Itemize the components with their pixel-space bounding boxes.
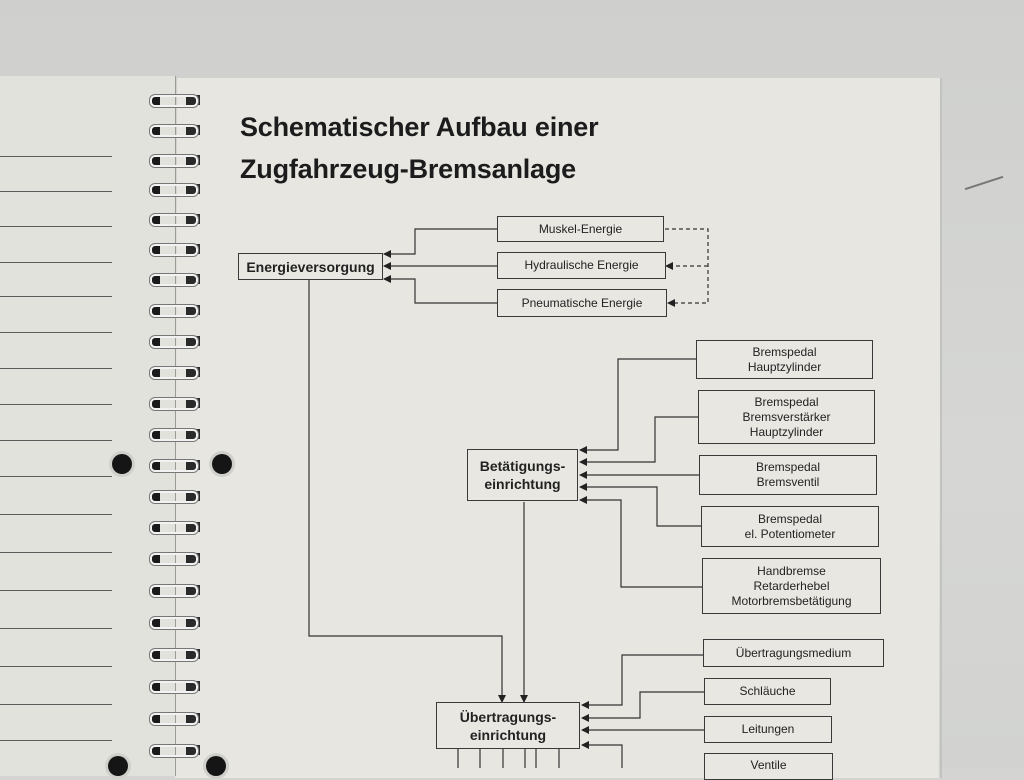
left-page-rule	[0, 368, 112, 369]
page-edge	[940, 78, 942, 778]
punch-hole	[212, 454, 232, 474]
transmission-input-box: Ventile	[704, 753, 833, 780]
spiral-coil	[146, 333, 204, 349]
source-muscle-energy-box: Muskel-Energie	[497, 216, 664, 242]
title-line-1: Schematischer Aufbau einer	[240, 112, 599, 142]
left-page-rule	[0, 590, 112, 591]
spiral-coil	[146, 646, 204, 662]
spiral-coil	[146, 211, 204, 227]
left-page-rule	[0, 440, 112, 441]
spiral-coil	[146, 364, 204, 380]
left-page-rule	[0, 552, 112, 553]
spiral-coil	[146, 122, 204, 138]
spiral-coil	[146, 241, 204, 257]
spiral-coil	[146, 710, 204, 726]
title-line-2: Zugfahrzeug-Bremsanlage	[240, 154, 576, 184]
actuation-input-box: Bremspedal Hauptzylinder	[696, 340, 873, 379]
spiral-coil	[146, 582, 204, 598]
left-page-rule	[0, 191, 112, 192]
spiral-coil	[146, 302, 204, 318]
left-page-rule	[0, 226, 112, 227]
page-title: Schematischer Aufbau einer Zugfahrzeug-B…	[240, 106, 599, 190]
left-page-rule	[0, 404, 112, 405]
spiral-coil	[146, 678, 204, 694]
left-page-rule	[0, 296, 112, 297]
left-page-rule	[0, 514, 112, 515]
spiral-coil	[146, 271, 204, 287]
page-fold	[175, 76, 176, 776]
left-page-rule	[0, 666, 112, 667]
spiral-coil	[146, 614, 204, 630]
left-page-rule	[0, 704, 112, 705]
spiral-coil	[146, 152, 204, 168]
spiral-coil	[146, 519, 204, 535]
left-page-rule	[0, 740, 112, 741]
spiral-coil	[146, 457, 204, 473]
punch-hole	[112, 454, 132, 474]
actuation-input-box: Bremspedal el. Potentiometer	[701, 506, 879, 547]
source-pneumatic-energy-box: Pneumatische Energie	[497, 289, 667, 317]
spiral-coil	[146, 395, 204, 411]
transmission-input-box: Schläuche	[704, 678, 831, 705]
spiral-coil	[146, 488, 204, 504]
actuation-input-box: Bremspedal Bremsverstärker Hauptzylinder	[698, 390, 875, 444]
actuation-input-box: Handbremse Retarderhebel Motorbremsbetät…	[702, 558, 881, 614]
left-page-rule	[0, 628, 112, 629]
transmission-input-box: Übertragungsmedium	[703, 639, 884, 667]
spiral-coil	[146, 181, 204, 197]
left-notebook-page	[0, 76, 176, 776]
source-hydraulic-energy-box: Hydraulische Energie	[497, 252, 666, 279]
spiral-coil	[146, 92, 204, 108]
spiral-coil	[146, 742, 204, 758]
spiral-coil	[146, 550, 204, 566]
transmission-input-box: Leitungen	[704, 716, 832, 743]
energy-supply-box: Energieversorgung	[238, 253, 383, 280]
transmission-device-box: Übertragungs- einrichtung	[436, 702, 580, 749]
left-page-rule	[0, 476, 112, 477]
actuation-device-box: Betätigungs- einrichtung	[467, 449, 578, 501]
actuation-input-box: Bremspedal Bremsventil	[699, 455, 877, 495]
spiral-coil	[146, 426, 204, 442]
left-page-rule	[0, 332, 112, 333]
left-page-rule	[0, 262, 112, 263]
left-page-rule	[0, 156, 112, 157]
